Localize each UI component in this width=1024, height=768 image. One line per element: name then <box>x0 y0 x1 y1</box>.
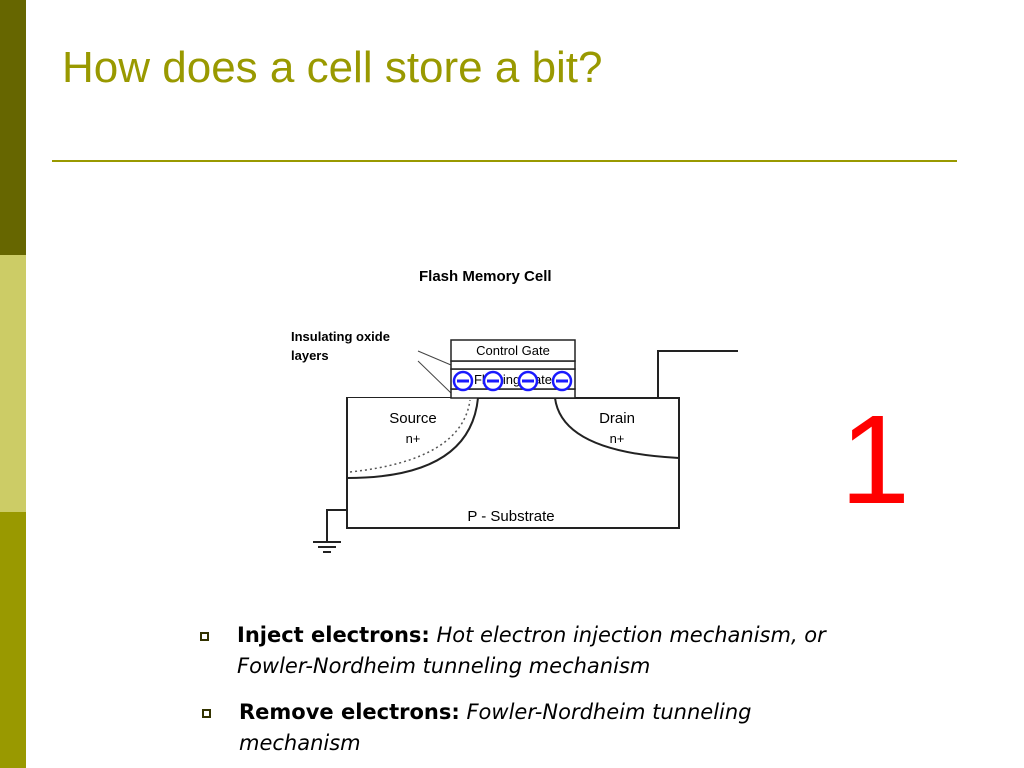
bullet-inject-term: Inject electrons: <box>237 623 430 647</box>
bullet-inject-desc-line2: Fowler-Nordheim tunneling mechanism <box>237 654 651 678</box>
bullet-remove-line1: Remove electrons: Fowler-Nordheim tunnel… <box>239 697 752 728</box>
bullet-remove-desc-line1: Fowler-Nordheim tunneling <box>466 700 752 724</box>
electrons <box>452 370 573 392</box>
sidebar-decoration <box>0 0 26 768</box>
drain-wire <box>657 350 738 398</box>
bullet-inject-line1: Inject electrons: Hot electron injection… <box>237 620 826 651</box>
source-region <box>346 397 479 480</box>
drain-type-label: n+ <box>610 431 625 446</box>
ground-icon <box>313 541 341 553</box>
control-gate-label: Control Gate <box>476 343 550 358</box>
oxide-pointer-lower <box>417 360 452 394</box>
bullet-remove-desc-line2: mechanism <box>239 731 361 755</box>
bullet-marker-icon <box>202 709 211 718</box>
oxide-pointer-upper <box>417 350 452 366</box>
diagram-title: Flash Memory Cell <box>419 268 552 285</box>
source-label: Source <box>389 410 437 427</box>
electron-icon <box>482 370 504 392</box>
oxide-label-line1: Insulating oxide <box>291 329 390 344</box>
bullet-inject-desc-line1: Hot electron injection mechanism, or <box>436 623 826 647</box>
oxide-label-line2: layers <box>291 348 329 363</box>
sidebar-segment-bottom <box>0 512 26 768</box>
drain-region <box>554 397 680 459</box>
ground-wire <box>326 509 347 541</box>
slide-title: How does a cell store a bit? <box>62 43 603 92</box>
electron-icon <box>517 370 539 392</box>
bullet-remove-term: Remove electrons: <box>239 700 460 724</box>
electron-icon <box>452 370 474 392</box>
drain-label: Drain <box>599 410 635 427</box>
control-gate <box>450 339 576 362</box>
electron-icon <box>551 370 573 392</box>
bullet-marker-icon <box>200 632 209 641</box>
sidebar-segment-middle <box>0 255 26 512</box>
title-underline <box>52 160 957 162</box>
stored-bit-value: 1 <box>840 389 911 530</box>
substrate-label: P - Substrate <box>467 508 554 525</box>
source-type-label: n+ <box>406 431 421 446</box>
sidebar-segment-top <box>0 0 26 255</box>
